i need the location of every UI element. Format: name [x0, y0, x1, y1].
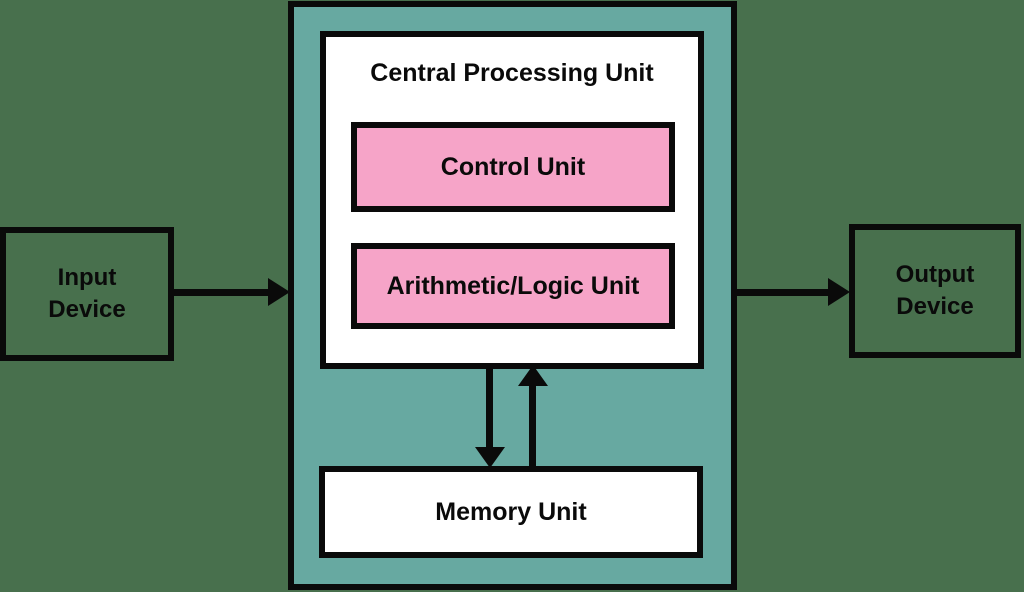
input-device-label-line2: Device	[48, 296, 126, 323]
memory-unit-label: Memory Unit	[435, 497, 587, 526]
arrow-memory-to-cpu-head-icon	[518, 365, 548, 386]
memory-unit-node: Memory Unit	[319, 466, 703, 558]
output-device-node: Output Device	[849, 224, 1021, 358]
arrow-cpu-to-output-stem	[737, 289, 828, 296]
arrow-memory-to-cpu-stem	[529, 384, 536, 466]
cpu-inner-panel: Central Processing Unit Control Unit Ari…	[320, 31, 704, 369]
cpu-title: Central Processing Unit	[370, 59, 654, 87]
input-device-label-line1: Input	[57, 264, 117, 291]
arrow-input-to-cpu-stem	[174, 289, 268, 296]
output-device-label-line1: Output	[895, 261, 975, 288]
input-device-node: Input Device	[0, 227, 174, 361]
output-device-label-line2: Device	[896, 293, 974, 320]
arrow-cpu-to-memory-head-icon	[475, 447, 505, 468]
control-unit-node: Control Unit	[351, 122, 675, 212]
arithmetic-logic-unit-label: Arithmetic/Logic Unit	[386, 271, 640, 300]
control-unit-label: Control Unit	[440, 152, 586, 181]
arrow-cpu-to-output-head-icon	[828, 278, 850, 306]
arithmetic-logic-unit-node: Arithmetic/Logic Unit	[351, 243, 675, 329]
cpu-container: Central Processing Unit Control Unit Ari…	[288, 1, 737, 590]
arrow-input-to-cpu-head-icon	[268, 278, 290, 306]
arrow-cpu-to-memory-stem	[486, 364, 493, 448]
